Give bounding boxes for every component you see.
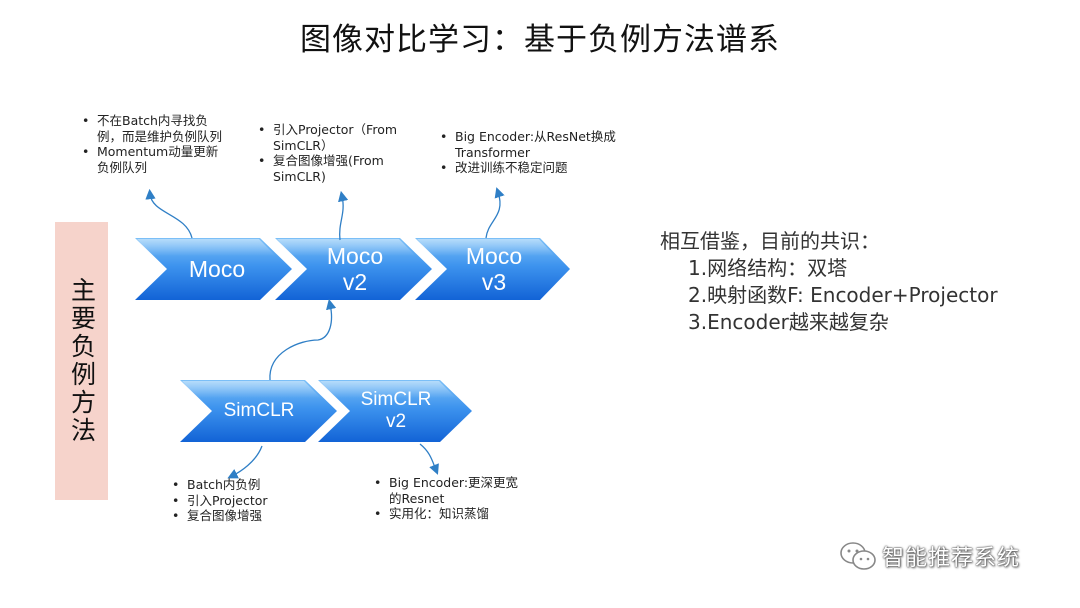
note-item: 改进训练不稳定问题 bbox=[438, 160, 638, 176]
consensus-item: 1.网络结构：双塔 bbox=[688, 256, 848, 280]
chevron-moco bbox=[135, 238, 292, 300]
chevron-moco-v3-label: Moco v3 bbox=[465, 242, 523, 295]
consensus-heading: 相互借鉴，目前的共识： bbox=[660, 229, 880, 253]
connector-simclr-notes bbox=[227, 445, 263, 479]
side-label: 主要负例方法 bbox=[67, 277, 97, 445]
consensus-item: 3.Encoder越来越复杂 bbox=[688, 310, 889, 334]
watermark: 智能推荐系统 bbox=[838, 540, 1020, 572]
chevron-simclr-v2 bbox=[318, 380, 472, 442]
notes-moco-v2: 引入Projector（From SimCLR） 复合图像增强(From Sim… bbox=[256, 122, 421, 184]
notes-simclr-v2: Big Encoder:更深更宽的Resnet 实用化：知识蒸馏 bbox=[372, 475, 522, 522]
chevron-moco-label: Moco bbox=[188, 255, 246, 282]
connector-mocov2-notes bbox=[338, 190, 349, 241]
side-band bbox=[55, 222, 108, 500]
chevron-simclr bbox=[180, 380, 337, 442]
connector-mocov3-notes bbox=[485, 187, 505, 239]
note-item: 不在Batch内寻找负例，而是维护负例队列 bbox=[80, 113, 230, 144]
note-item: Big Encoder:更深更宽的Resnet bbox=[372, 475, 522, 506]
chevron-moco-v3 bbox=[415, 238, 570, 300]
chevron-simclr-label: SimCLR bbox=[223, 400, 295, 422]
notes-simclr: Batch内负例 引入Projector 复合图像增强 bbox=[170, 477, 330, 524]
consensus-item: 2.映射函数F: Encoder+Projector bbox=[688, 283, 998, 307]
connector-simclrv2-notes bbox=[419, 443, 439, 475]
note-item: Batch内负例 bbox=[170, 477, 330, 493]
note-item: Momentum动量更新负例队列 bbox=[80, 144, 230, 175]
note-item: 复合图像增强 bbox=[170, 508, 330, 524]
note-item: Big Encoder:从ResNet换成Transformer bbox=[438, 129, 638, 160]
notes-moco: 不在Batch内寻找负例，而是维护负例队列 Momentum动量更新负例队列 bbox=[80, 113, 230, 175]
note-item: 引入Projector bbox=[170, 493, 330, 509]
chevron-simclr-v2-label: SimCLR v2 bbox=[360, 389, 432, 432]
watermark-text: 智能推荐系统 bbox=[882, 546, 1021, 571]
connector-moco-notes bbox=[145, 188, 193, 239]
notes-moco-v3: Big Encoder:从ResNet换成Transformer 改进训练不稳定… bbox=[438, 129, 638, 176]
consensus-block: 相互借鉴，目前的共识： 1.网络结构：双塔 2.映射函数F: Encoder+P… bbox=[660, 228, 998, 336]
page-title: 图像对比学习：基于负例方法谱系 bbox=[300, 22, 780, 58]
wechat-icon bbox=[840, 542, 876, 570]
connector-simclr-mocov2 bbox=[269, 298, 337, 381]
note-item: 引入Projector（From SimCLR） bbox=[256, 122, 421, 153]
note-item: 实用化：知识蒸馏 bbox=[372, 506, 522, 522]
chevron-moco-v2-label: Moco v2 bbox=[326, 242, 384, 295]
chevron-moco-v2 bbox=[275, 238, 432, 300]
note-item: 复合图像增强(From SimCLR) bbox=[256, 153, 421, 184]
